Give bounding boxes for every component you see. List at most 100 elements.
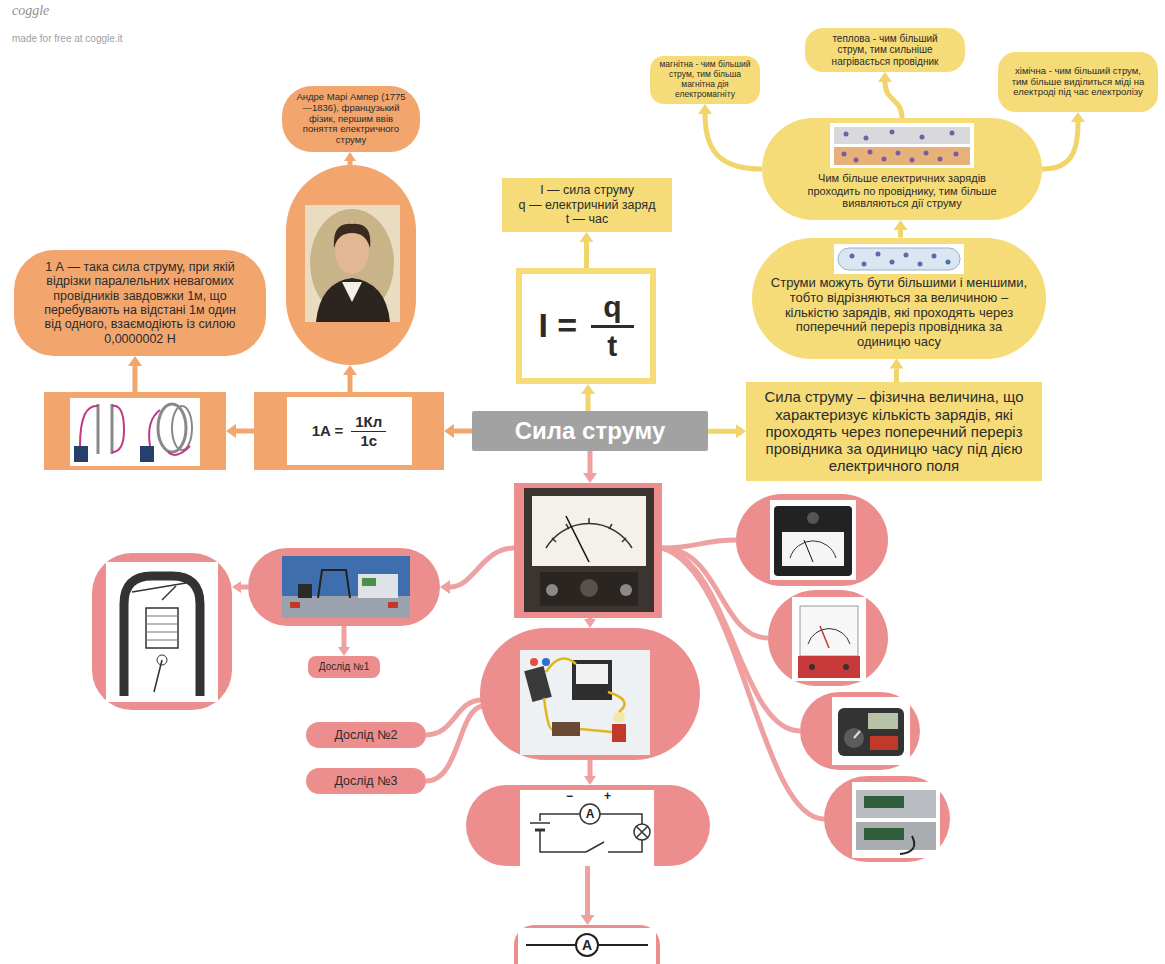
connector (894, 220, 908, 238)
connector-line (584, 242, 589, 268)
illustration-part (80, 406, 124, 452)
illustration-part (824, 776, 950, 862)
illustration-part (342, 626, 347, 647)
illustration-part (566, 516, 589, 562)
illustration-part (97, 404, 100, 454)
node-text: 1 А — така сила струму, при якій відрізк… (36, 260, 244, 346)
illustration-group (842, 130, 959, 163)
meter-picture (736, 494, 888, 586)
illustration-part (938, 157, 943, 162)
illustration-part (890, 130, 895, 135)
node-text: Дослід №2 (334, 728, 397, 742)
illustration-part (343, 365, 357, 375)
illustration-part (162, 586, 176, 600)
label-anchor: − (566, 790, 573, 804)
illustration-part (842, 152, 847, 157)
illustration-part (248, 548, 440, 626)
illustration-part (388, 602, 398, 608)
illustration-part (807, 512, 819, 524)
illustration-part (844, 132, 849, 137)
node-text: Дослід №3 (334, 774, 397, 788)
ammeter-picture (514, 483, 662, 618)
illustration-part (546, 524, 632, 548)
illustration-part (856, 822, 936, 850)
illustration-part (613, 711, 625, 723)
illustration-part (154, 660, 162, 692)
illustration-part (149, 410, 190, 455)
illustration-part (854, 731, 860, 738)
polarity-sign: + (604, 790, 611, 804)
topic-pill: Чим більше електричних зарядів проходить… (762, 118, 1042, 220)
circuit-symbols (466, 785, 710, 866)
illustration-part (518, 928, 656, 964)
illustration-part (800, 606, 858, 656)
illustration-part (598, 944, 648, 946)
illustration-part (864, 136, 869, 141)
illustration-part (856, 790, 936, 818)
unit-box: 1A =1Кл1с (254, 392, 444, 470)
illustration-part (70, 398, 200, 466)
digital-meter-picture (824, 776, 950, 862)
illustration-part (832, 697, 910, 765)
symbols-box: I — сила струмуq — електричний зарядt — … (502, 178, 672, 232)
illustration-part (770, 500, 856, 580)
illustration-part (106, 562, 218, 702)
illustration-part (316, 278, 390, 322)
illustration-part (480, 628, 700, 760)
formula-row: 1A =1Кл1с (312, 413, 387, 450)
illustration-part (834, 244, 964, 274)
illustration-part (542, 658, 550, 666)
connector (580, 232, 594, 268)
illustration-part (232, 581, 241, 593)
illustration-part (520, 790, 654, 866)
illustration-part (838, 708, 904, 756)
illustration-part (586, 842, 604, 852)
ammeter-symbol: A (514, 925, 660, 964)
label-anchor: + (604, 790, 611, 804)
illustration-part (820, 626, 829, 648)
branch-line (241, 451, 824, 819)
illustration-part (736, 494, 888, 586)
illustration-part (584, 776, 596, 785)
illustration-part (634, 824, 650, 840)
label-anchor: made for free at coggle.it (12, 33, 123, 45)
illustration-part (235, 429, 254, 434)
illustration-group (850, 251, 951, 266)
circuit-schematic: A (466, 785, 710, 866)
illustration-part (282, 596, 410, 618)
node-text: Андре Марі Ампер (1775—1836), французьки… (294, 92, 408, 147)
illustration-part (932, 253, 937, 258)
illustration-part (338, 647, 350, 656)
node-text: A (582, 938, 592, 952)
node-text: t — час (566, 212, 609, 226)
connector (890, 359, 904, 383)
illustration-part (838, 248, 960, 270)
node-text: Сила струму – фізична величина, що харак… (756, 388, 1032, 474)
illustration-part (146, 616, 178, 640)
illustration-part (804, 540, 813, 562)
illustration-part (546, 584, 558, 596)
illustration-part (954, 152, 959, 157)
connector-line (894, 369, 899, 383)
illustration-part (890, 259, 895, 264)
connector (444, 424, 472, 438)
illustration-part (774, 506, 852, 576)
illustration-part (868, 150, 873, 155)
illustration-part (792, 597, 866, 681)
illustration-part (128, 356, 142, 366)
illustration-part (74, 446, 88, 462)
illustration-part (524, 488, 654, 612)
arrow-head (698, 104, 712, 114)
experiment-tag: Дослід №3 (306, 768, 426, 794)
node-text: теплова - чим більший струм, тим сильніш… (817, 33, 953, 68)
experiment-tag: Дослід №2 (306, 722, 426, 748)
connector-line (585, 866, 590, 915)
node-text: q (591, 289, 633, 328)
galvanometer-picture (92, 553, 232, 710)
illustration-part (530, 822, 550, 824)
illustration-part (282, 556, 410, 618)
illustration-part (290, 602, 300, 608)
illustration-part (440, 580, 450, 594)
illustration-part (132, 582, 192, 592)
